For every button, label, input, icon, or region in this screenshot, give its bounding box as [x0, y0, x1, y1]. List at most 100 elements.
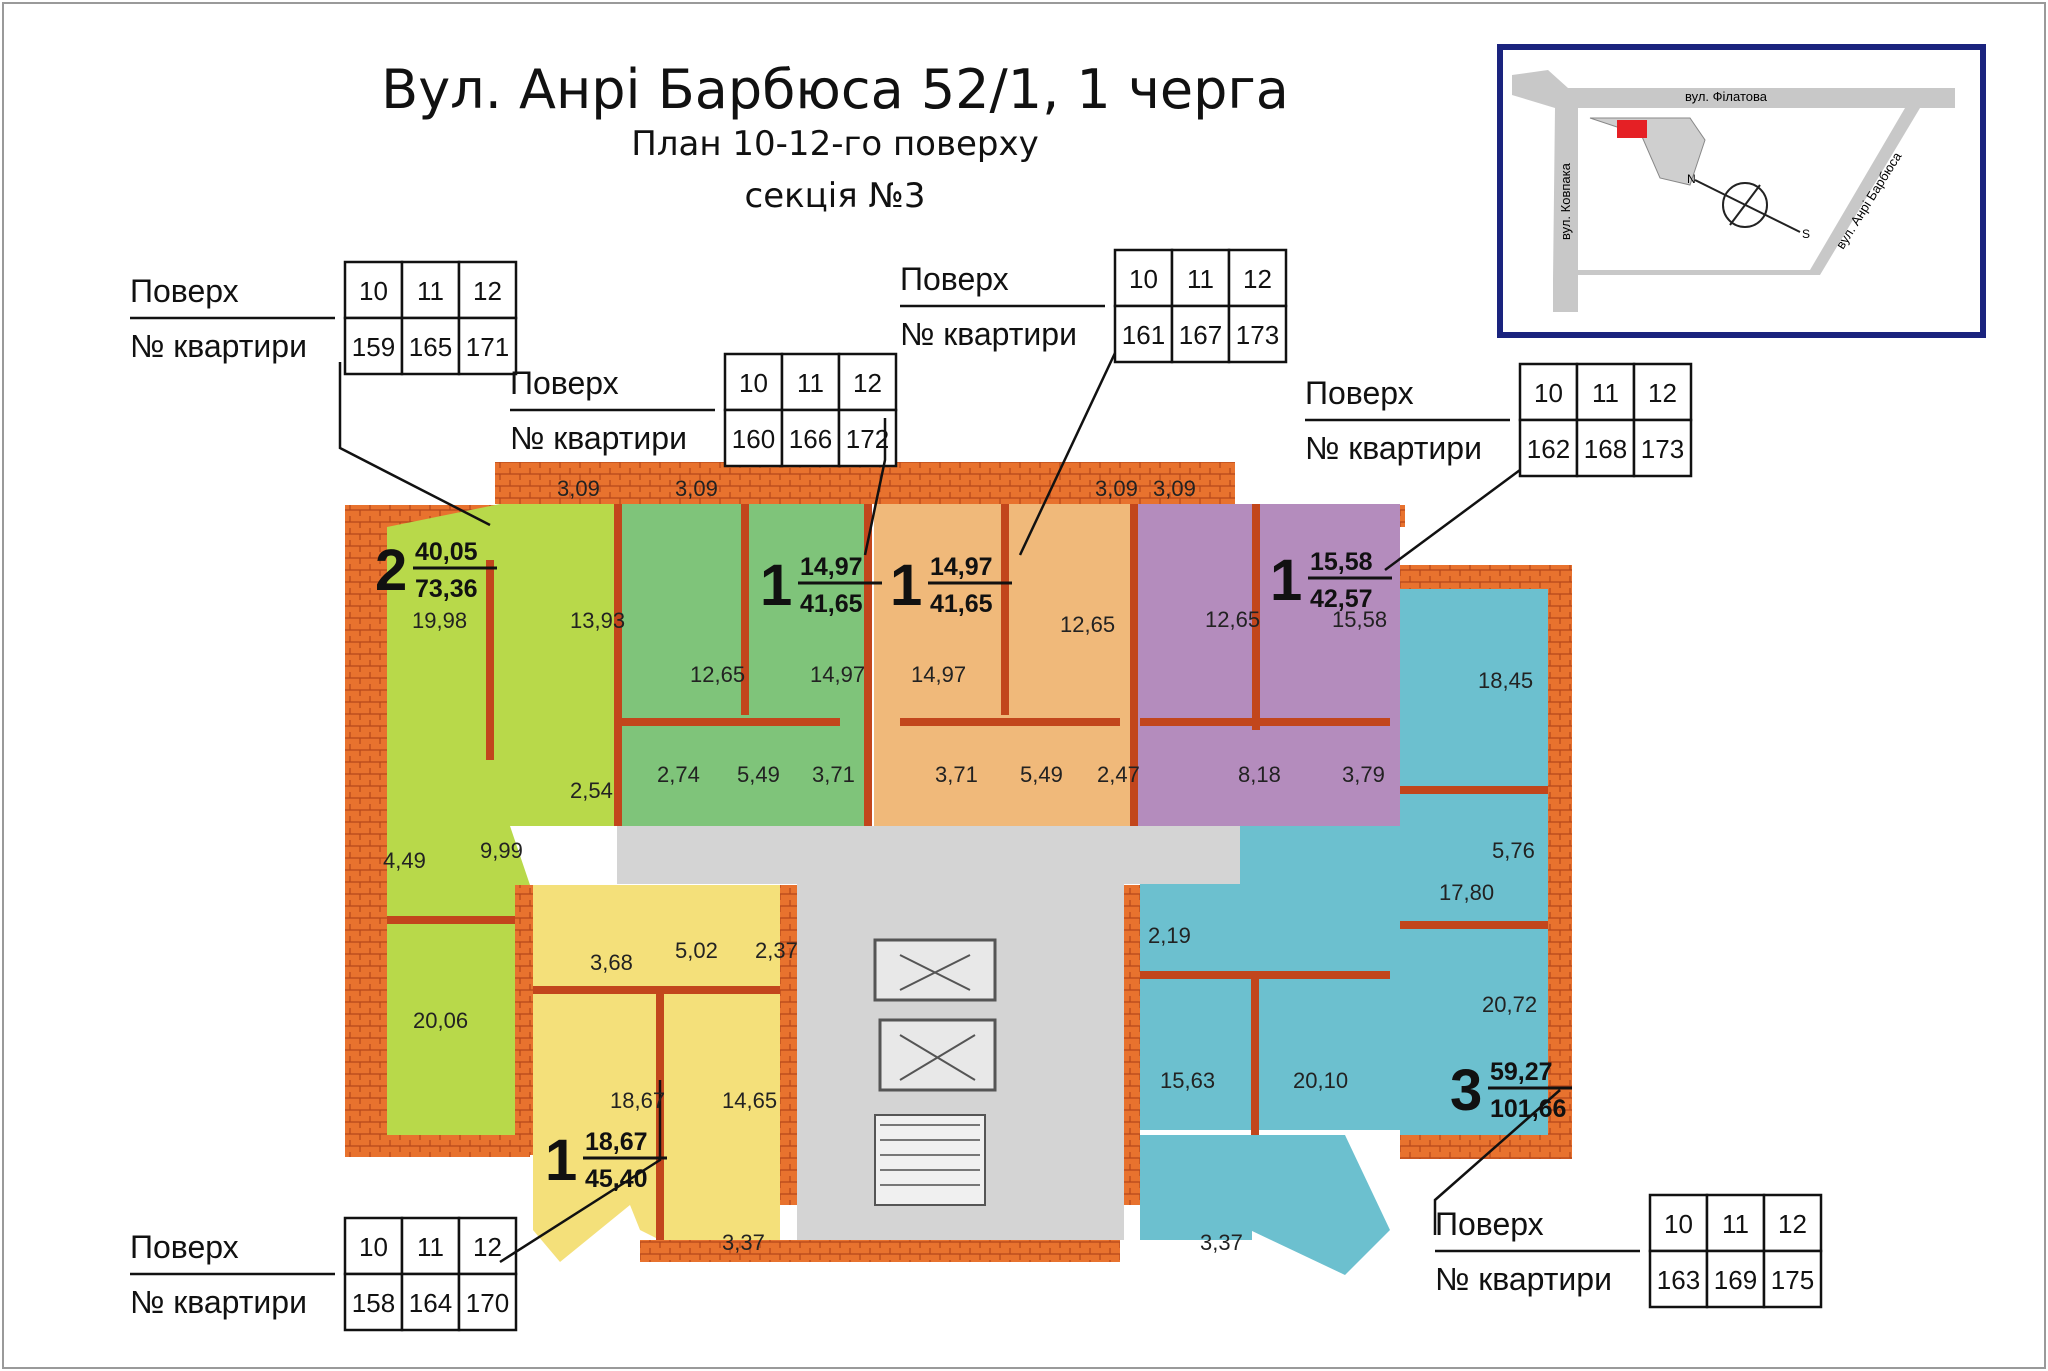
floor-cell: 11 [1722, 1209, 1749, 1239]
floor-plan-subtitle: План 10-12-го поверху [631, 124, 1039, 164]
living-area: 18,67 [585, 1128, 648, 1156]
apartment-number-cell: 173 [1236, 320, 1279, 350]
total-area: 41,65 [800, 590, 863, 618]
room-area: 3,09 [1095, 476, 1138, 501]
room-area: 3,71 [935, 762, 978, 787]
apartment-number-cell: 169 [1714, 1265, 1757, 1295]
floor-label: Поверх [900, 261, 1009, 297]
apartment-number-cell: 161 [1122, 320, 1165, 350]
compass-icon [1722, 182, 1768, 228]
floor-cell: 10 [359, 1232, 388, 1262]
room-area: 5,49 [737, 762, 780, 787]
apartment-number-cell: 165 [409, 332, 452, 362]
total-area: 41,65 [930, 590, 993, 618]
room-area: 5,76 [1492, 838, 1535, 863]
floor-label: Поверх [130, 1229, 239, 1265]
room-area: 5,49 [1020, 762, 1063, 787]
apartment-number-cell: 167 [1179, 320, 1222, 350]
room-area: 18,45 [1478, 668, 1533, 693]
apartment-number-cell: 171 [466, 332, 509, 362]
room-area: 3,09 [557, 476, 600, 501]
apartment-number-cell: 168 [1584, 434, 1627, 464]
leader-apt-c [1018, 352, 1117, 556]
total-area: 45,40 [585, 1165, 648, 1193]
apartment-number-cell: 158 [352, 1288, 395, 1318]
apartment-a-area [387, 504, 618, 1135]
apartment-number-cell: 163 [1657, 1265, 1700, 1295]
floor-label: Поверх [1305, 375, 1414, 411]
location-map: N S вул. Філатова вул. Ковпака вул. Анрі… [1497, 44, 1986, 338]
apartment-number-cell: 159 [352, 332, 395, 362]
stair-core [617, 826, 1240, 1240]
floor-cell: 11 [797, 368, 824, 398]
room-area: 9,99 [480, 838, 523, 863]
apartment-number-cell: 173 [1641, 434, 1684, 464]
room-count: 2 [375, 538, 407, 603]
room-area: 20,72 [1482, 992, 1537, 1017]
address-title: Вул. Анрі Барбюса 52/1, 1 черга [381, 58, 1289, 121]
room-area: 3,68 [590, 950, 633, 975]
apartment-number-label: № квартири [900, 316, 1077, 352]
floor-cell: 12 [853, 368, 882, 398]
room-area: 2,37 [755, 938, 798, 963]
floor-cell: 12 [1648, 378, 1677, 408]
floor-cell: 12 [1778, 1209, 1807, 1239]
total-area: 42,57 [1310, 585, 1373, 613]
apartment-number-label: № квартири [130, 328, 307, 364]
apartment-number-label: № квартири [1305, 430, 1482, 466]
room-area: 18,67 [610, 1088, 665, 1113]
floor-cell: 10 [1534, 378, 1563, 408]
room-area: 8,18 [1238, 762, 1281, 787]
floor-cell: 11 [417, 276, 444, 306]
room-area: 15,63 [1160, 1068, 1215, 1093]
floor-label: Поверх [1435, 1206, 1544, 1242]
room-area: 14,65 [722, 1088, 777, 1113]
room-area: 4,49 [383, 848, 426, 873]
total-area: 73,36 [415, 575, 478, 603]
living-area: 40,05 [415, 538, 478, 566]
room-area: 3,09 [675, 476, 718, 501]
room-area: 3,71 [812, 762, 855, 787]
badge-apt-b: 1 14,97 41,65 [760, 553, 882, 618]
street-kovpaka: вул. Ковпака [1558, 162, 1573, 240]
apartment-a-lower [387, 885, 515, 1135]
room-area: 3,79 [1342, 762, 1385, 787]
room-count: 1 [1270, 548, 1302, 613]
room-area: 13,93 [570, 608, 625, 633]
leader-apt-f [499, 1080, 662, 1264]
room-area: 12,65 [1060, 612, 1115, 637]
badge-apt-f: 1 18,67 45,40 [545, 1128, 667, 1193]
apartment-number-cell: 166 [789, 424, 832, 454]
floor-label: Поверх [510, 365, 619, 401]
room-area: 2,74 [657, 762, 700, 787]
street-filatova: вул. Філатова [1685, 89, 1768, 104]
leader-apt-a [338, 362, 491, 527]
apartment-e-lower [1140, 1135, 1252, 1240]
room-count: 1 [545, 1128, 577, 1193]
interior-walls [387, 504, 1548, 1240]
leader-apt-b [863, 418, 887, 556]
room-area: 3,09 [1153, 476, 1196, 501]
living-area: 14,97 [930, 553, 993, 581]
floor-cell: 12 [473, 1232, 502, 1262]
floor-cell: 12 [473, 276, 502, 306]
floor-cell: 12 [1243, 264, 1272, 294]
room-count: 3 [1450, 1058, 1482, 1123]
room-area: 2,54 [570, 778, 613, 803]
floor-cell: 10 [1129, 264, 1158, 294]
section-subtitle: секція №3 [744, 176, 926, 216]
living-area: 14,97 [800, 553, 863, 581]
apartment-number-label: № квартири [510, 420, 687, 456]
room-count: 1 [760, 553, 792, 618]
apartment-number-cell: 170 [466, 1288, 509, 1318]
leader-apt-d [1384, 468, 1521, 572]
